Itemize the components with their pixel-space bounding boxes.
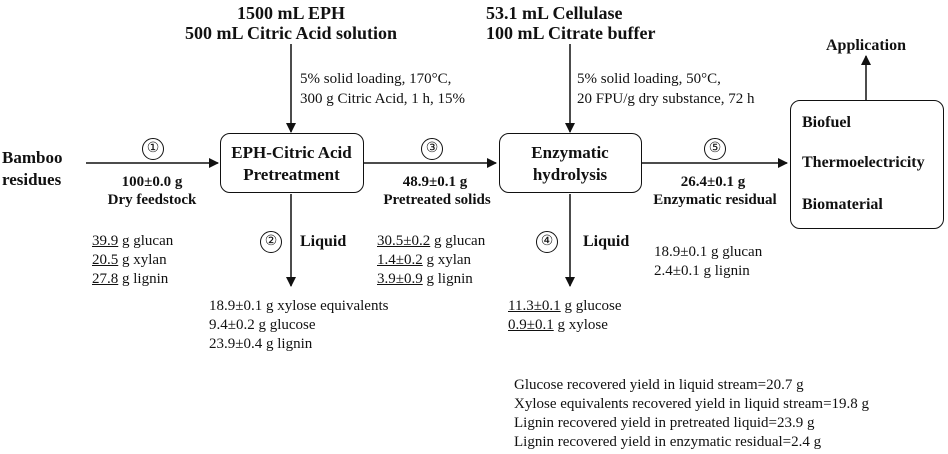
- pretreatment-box-line1: EPH-Citric Acid: [231, 143, 352, 162]
- feed-label-line2: residues: [2, 170, 62, 189]
- pretreatment-liquid-composition: 18.9±0.1 g xylose equivalents 9.4±0.2 g …: [209, 297, 388, 354]
- pretreatment-input-1: 1500 mL EPH: [236, 3, 345, 23]
- hydrolysis-condition-1: 5% solid loading, 50°C,: [577, 71, 721, 87]
- recovery-summary: Glucose recovered yield in liquid stream…: [514, 376, 869, 452]
- feed-label-line1: Bamboo: [2, 148, 63, 167]
- hydrolysis-input-1: 53.1 mL Cellulase: [486, 3, 623, 23]
- step-4-marker: ④: [536, 231, 558, 253]
- hydro-liquid-glucose: 11.3±0.1 g glucose: [508, 298, 622, 314]
- pretreated-name: Pretreated solids: [383, 192, 491, 208]
- step-5-marker: ⑤: [704, 138, 726, 160]
- pretreat-liquid-lignin: 23.9±0.4 g lignin: [209, 336, 313, 352]
- hydrolysis-box-line2: hydrolysis: [532, 165, 608, 184]
- summary-xylose: Xylose equivalents recovered yield in li…: [514, 396, 870, 412]
- pretreat-liquid-glucose: 9.4±0.2 g glucose: [209, 317, 316, 333]
- summary-lignin-residual: Lignin recovered yield in enzymatic resi…: [514, 434, 822, 450]
- residual-lignin: 2.4±0.1 g lignin: [654, 263, 750, 279]
- application-label: Application: [826, 37, 907, 54]
- pretreatment-condition-2: 300 g Citric Acid, 1 h, 15%: [300, 91, 465, 107]
- pretreated-mass: 48.9±0.1 g: [402, 174, 468, 190]
- hydrolysis-input-2: 100 mL Citrate buffer: [486, 23, 656, 43]
- feedstock-mass: 100±0.0 g: [121, 174, 183, 190]
- summary-glucose: Glucose recovered yield in liquid stream…: [514, 377, 804, 393]
- application-item-biofuel: Biofuel: [802, 114, 851, 131]
- pretreatment-box-line2: Pretreatment: [243, 165, 340, 184]
- pretreat-liquid-xylose: 18.9±0.1 g xylose equivalents: [209, 298, 389, 314]
- feedstock-lignin: 27.8 g lignin: [92, 271, 169, 287]
- hydrolysis-liquid-composition: 11.3±0.1 g glucose 0.9±0.1 g xylose: [508, 297, 622, 335]
- pretreated-xylan: 1.4±0.2 g xylan: [377, 252, 472, 268]
- hydrolysis-condition-2: 20 FPU/g dry substance, 72 h: [577, 91, 755, 107]
- summary-lignin-pretreated: Lignin recovered yield in pretreated liq…: [514, 415, 815, 431]
- pretreatment-liquid-label: Liquid: [300, 233, 347, 250]
- pretreatment-condition-1: 5% solid loading, 170°C,: [300, 71, 452, 87]
- hydrolysis-liquid-label: Liquid: [583, 233, 630, 250]
- hydrolysis-box-line1: Enzymatic: [531, 143, 609, 162]
- residual-glucan: 18.9±0.1 g glucan: [654, 244, 763, 260]
- application-item-biomaterial: Biomaterial: [802, 196, 883, 213]
- hydro-liquid-xylose: 0.9±0.1 g xylose: [508, 317, 608, 333]
- pretreated-composition: 30.5±0.2 g glucan 1.4±0.2 g xylan 3.9±0.…: [377, 232, 485, 289]
- residual-name: Enzymatic residual: [653, 192, 777, 208]
- step-3-marker: ③: [421, 138, 443, 160]
- feedstock-xylan: 20.5 g xylan: [92, 252, 167, 268]
- pretreated-glucan: 30.5±0.2 g glucan: [377, 233, 486, 249]
- feedstock-glucan: 39.9 g glucan: [92, 233, 174, 249]
- feedstock-composition: 39.9 g glucan 20.5 g xylan 27.8 g lignin: [92, 232, 173, 289]
- application-item-thermoelectricity: Thermoelectricity: [802, 154, 925, 171]
- pretreatment-input-2: 500 mL Citric Acid solution: [184, 23, 397, 43]
- hydrolysis-box: Enzymatic hydrolysis: [499, 133, 642, 193]
- application-box: Biofuel Thermoelectricity Biomaterial: [790, 100, 944, 229]
- pretreated-lignin: 3.9±0.9 g lignin: [377, 271, 473, 287]
- step-1-marker: ①: [142, 138, 164, 160]
- residual-mass: 26.4±0.1 g: [680, 174, 746, 190]
- feedstock-name: Dry feedstock: [107, 192, 197, 208]
- step-2-marker: ②: [260, 231, 282, 253]
- pretreatment-box: EPH-Citric Acid Pretreatment: [220, 133, 364, 193]
- residual-composition: 18.9±0.1 g glucan 2.4±0.1 g lignin: [654, 243, 762, 281]
